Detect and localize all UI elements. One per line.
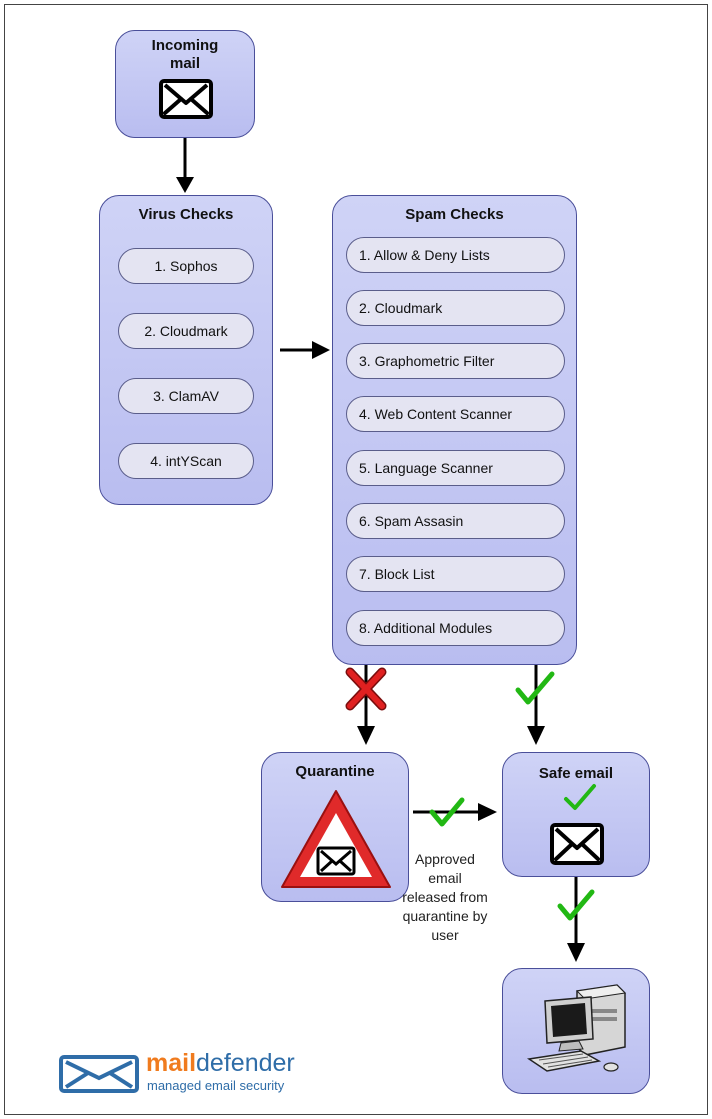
arrowhead: [567, 943, 585, 962]
check-icon: [557, 889, 595, 921]
spam-checks-title: Spam Checks: [405, 206, 504, 223]
quarantined-envelope-icon: [316, 846, 356, 876]
spam-check-additional: 8. Additional Modules: [346, 610, 565, 646]
spam-check-graphometric: 3. Graphometric Filter: [346, 343, 565, 379]
spam-check-allow-deny: 1. Allow & Deny Lists: [346, 237, 565, 273]
arrowhead: [176, 177, 194, 193]
safe-email-title: Safe email: [538, 765, 614, 782]
logo-tagline: managed email security: [147, 1078, 285, 1093]
quarantine-title: Quarantine: [295, 763, 375, 780]
quarantine-box: Quarantine: [261, 752, 409, 902]
logo-word-defender: defender: [196, 1049, 295, 1077]
virus-check-sophos: 1. Sophos: [118, 248, 254, 284]
incoming-mail-box: Incoming mail: [115, 30, 255, 138]
reject-cross-icon: [345, 667, 387, 711]
check-icon: [515, 671, 555, 705]
arrowhead: [478, 803, 497, 821]
spam-check-cloudmark: 2. Cloudmark: [346, 290, 565, 326]
release-note-line: user: [431, 927, 459, 943]
release-note-line: released from: [402, 889, 488, 905]
logo-word-mail: mail: [146, 1049, 197, 1077]
arrowhead: [527, 726, 545, 745]
release-note-line: quarantine by: [402, 908, 488, 924]
spam-checks-box: Spam Checks 1. Allow & Deny Lists 2. Clo…: [332, 195, 577, 665]
envelope-icon: [550, 823, 604, 865]
release-note: Approved email released from quarantine …: [395, 850, 495, 945]
virus-check-intyscan: 4. intYScan: [118, 443, 254, 479]
maildefender-logo: maildefender managed email security: [58, 1049, 358, 1102]
virus-check-cloudmark: 2. Cloudmark: [118, 313, 254, 349]
logo-wordmark: maildefender: [146, 1048, 295, 1078]
virus-checks-title: Virus Checks: [138, 206, 234, 223]
computer-icon: [526, 984, 627, 1072]
arrowhead: [312, 341, 330, 359]
envelope-icon: [159, 79, 213, 119]
spam-check-block-list: 7. Block List: [346, 556, 565, 592]
spam-check-web-content: 4. Web Content Scanner: [346, 396, 565, 432]
incoming-title-line1: Incoming: [151, 37, 219, 54]
spam-check-language: 5. Language Scanner: [346, 450, 565, 486]
check-icon: [564, 784, 596, 810]
check-icon: [429, 797, 465, 827]
release-note-line: email: [428, 870, 462, 886]
arrowhead: [357, 726, 375, 745]
virus-check-clamav: 3. ClamAV: [118, 378, 254, 414]
incoming-title-line2: mail: [169, 55, 200, 72]
logo-envelope-icon: [59, 1055, 139, 1093]
virus-checks-box: Virus Checks 1. Sophos 2. Cloudmark 3. C…: [99, 195, 273, 505]
desktop-box: [502, 968, 650, 1094]
release-note-line: Approved: [415, 851, 475, 867]
spam-check-spam-assasin: 6. Spam Assasin: [346, 503, 565, 539]
safe-email-box: Safe email: [502, 752, 650, 877]
